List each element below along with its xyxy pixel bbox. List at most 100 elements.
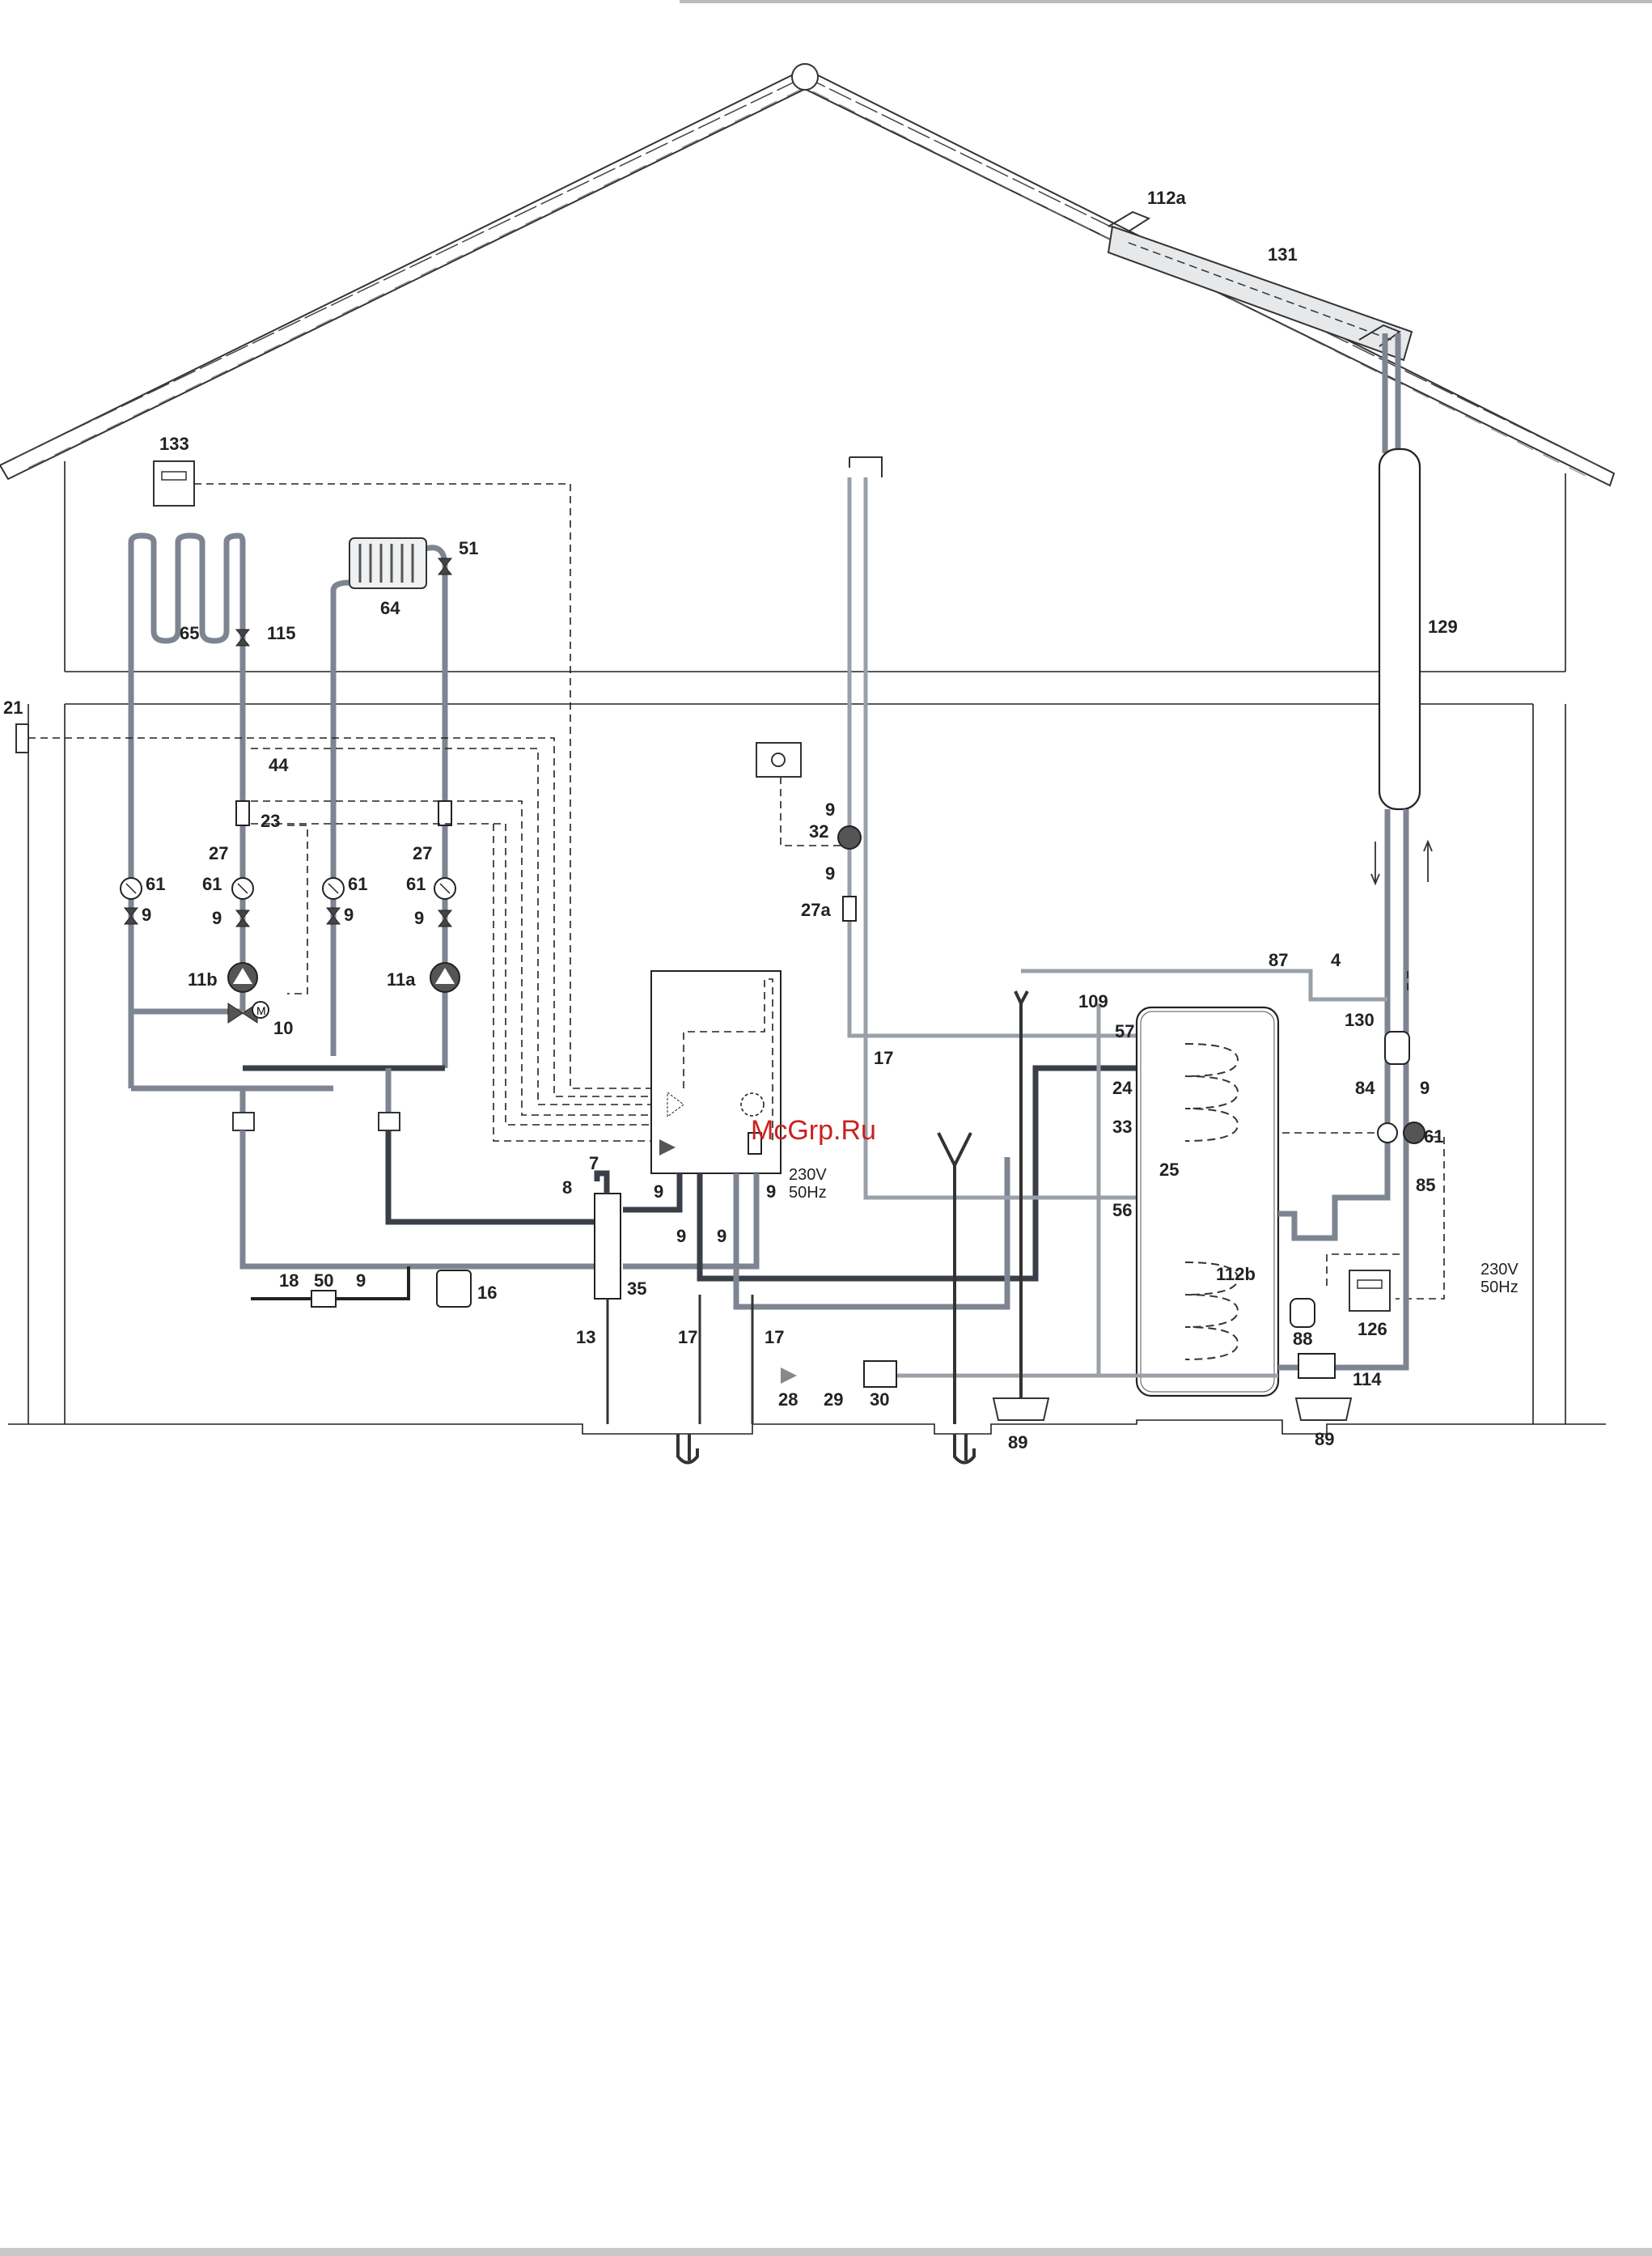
label-13: 13 [576,1327,595,1347]
pump-11b-icon [228,963,257,992]
label-44: 44 [269,755,289,775]
outdoor-sensor-21 [16,724,28,753]
label-17-b: 17 [765,1327,784,1347]
label-32: 32 [809,821,828,842]
dhw-pump-icon [838,826,861,849]
label-89-a: 89 [1008,1432,1027,1452]
solar-expansion-column [1371,333,1432,995]
label-27-left: 27 [209,843,228,863]
label-boiler-9-c: 9 [676,1226,686,1246]
label-50: 50 [314,1270,333,1291]
label-57: 57 [1115,1021,1134,1041]
air-separator-130 [1385,1032,1409,1064]
label-114: 114 [1353,1369,1382,1389]
label-17-a: 17 [678,1327,697,1347]
label-84: 84 [1355,1078,1375,1098]
label-bottom-9: 9 [356,1270,366,1291]
dhw-tap [849,457,1137,1198]
label-11b: 11b [188,969,218,990]
label-131: 131 [1268,244,1298,265]
label-8: 8 [562,1177,572,1198]
label-61-d: 61 [406,874,426,894]
underfloor-circuit [131,536,243,1088]
pressure-reducer-30 [864,1361,896,1387]
label-51: 51 [459,538,478,558]
mixing-valve-icon: M [228,1002,269,1023]
svg-text:M: M [256,1004,266,1017]
label-dhw-9-bottom: 9 [825,863,835,884]
label-130: 130 [1345,1010,1375,1030]
dhw-check-icon [843,897,856,921]
heating-flow-main [388,1130,599,1222]
label-61-c: 61 [348,874,367,894]
label-64: 64 [380,598,400,618]
label-24: 24 [1112,1078,1133,1098]
label-115: 115 [267,623,296,643]
drain-lines [608,1295,752,1424]
gauge-icons [121,878,455,899]
label-29: 29 [824,1389,843,1410]
label-28: 28 [778,1389,798,1410]
label-boiler-9-a: 9 [654,1181,663,1202]
label-33: 33 [1112,1117,1132,1137]
solar-collector [1108,212,1412,360]
solar-pump-icon [1404,1122,1425,1143]
check-valve-right-icon [438,801,451,825]
solar-flow-to-cylinder [1278,995,1387,1238]
label-9-a: 9 [142,905,151,925]
label-23: 23 [261,811,280,831]
drain-89-left [993,1398,1048,1420]
check-valve-left-icon [236,801,249,825]
label-112a: 112a [1147,188,1186,208]
label-85: 85 [1416,1175,1435,1195]
boiler-flow [623,1173,680,1210]
label-109: 109 [1078,991,1108,1011]
label-9-b: 9 [212,908,222,928]
label-129: 129 [1428,617,1458,637]
label-16: 16 [477,1283,497,1303]
left-fitting [233,1113,254,1130]
hot-water-cylinder [1137,1007,1278,1396]
bottom-rule [0,2248,1652,2256]
label-11a: 11a [387,969,416,990]
safety-group-114 [1298,1354,1335,1378]
header-vent [597,1173,607,1194]
label-27-right: 27 [413,843,432,863]
label-87: 87 [1269,950,1288,970]
label-boiler-9-b: 9 [766,1181,776,1202]
label-126: 126 [1358,1319,1387,1339]
pump-11a-icon [430,963,460,992]
label-88: 88 [1293,1329,1312,1349]
expansion-vessel-16 [437,1270,471,1307]
solar-gauge-icon [1378,1123,1397,1143]
label-boiler-9-d: 9 [717,1226,726,1246]
boiler-to-cylinder-return [736,1157,1007,1307]
label-56: 56 [1112,1200,1132,1220]
valve-icons [125,558,451,927]
label-4: 4 [1331,950,1341,970]
label-21: 21 [3,698,23,718]
watermark: McGrp.Ru [751,1115,876,1146]
expansion-line [1021,971,1387,999]
label-89-b: 89 [1315,1429,1334,1449]
label-30: 30 [870,1389,889,1410]
boiler-power-line2: 50Hz [789,1184,827,1202]
label-61-b: 61 [202,874,222,894]
label-9-c: 9 [344,905,354,925]
label-dhw-9-top: 9 [825,799,835,820]
label-133: 133 [159,434,189,454]
label-10: 10 [273,1018,293,1038]
drain-89-right [1296,1398,1351,1420]
right-fitting [379,1113,400,1130]
label-solar-9: 9 [1420,1078,1430,1098]
solar-controller-126 [1349,1270,1390,1311]
label-9-d: 9 [414,908,424,928]
solar-power-line2: 50Hz [1480,1279,1519,1296]
heating-return-main [243,1130,599,1266]
label-61-a: 61 [146,874,165,894]
label-35: 35 [627,1279,646,1299]
label-25: 25 [1159,1160,1179,1180]
label-7: 7 [589,1153,599,1173]
valve-50-icon [311,1291,336,1307]
